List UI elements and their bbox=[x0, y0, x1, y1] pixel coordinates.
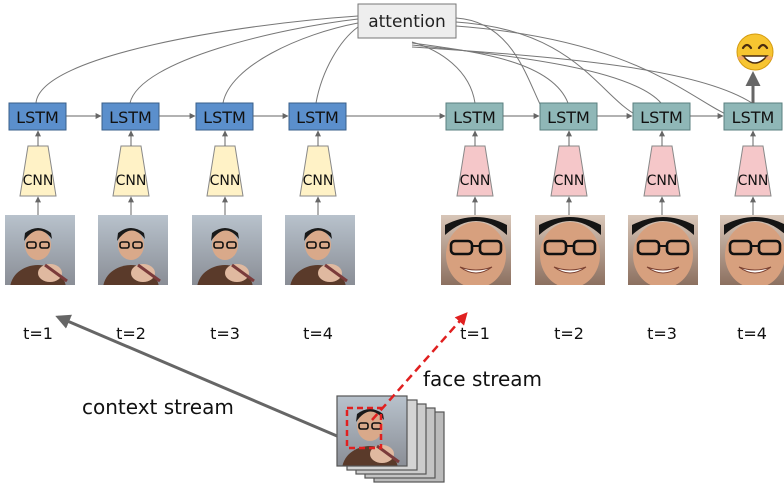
context-frame-2 bbox=[98, 215, 168, 313]
context-frame-3 bbox=[192, 215, 262, 313]
face-time-1: t=1 bbox=[460, 324, 490, 343]
context-cnn-2-label: CNN bbox=[116, 173, 147, 189]
face-lstm-4-label: LSTM bbox=[732, 108, 775, 127]
context-cnn-2: CNN bbox=[112, 145, 150, 197]
vertical-arrows bbox=[35, 130, 756, 215]
face-frames bbox=[441, 215, 784, 288]
context-time-4: t=4 bbox=[303, 324, 333, 343]
face-time-3: t=3 bbox=[647, 324, 677, 343]
context-lstm-2-label: LSTM bbox=[109, 108, 152, 127]
context-frames bbox=[5, 215, 355, 313]
face-cnn-2: CNN bbox=[550, 145, 588, 197]
face-frame-1 bbox=[441, 215, 511, 288]
face-lstm-2-label: LSTM bbox=[547, 108, 590, 127]
context-time-2: t=2 bbox=[116, 324, 146, 343]
context-lstm-3-label: LSTM bbox=[203, 108, 246, 127]
face-cnn-4: CNN bbox=[734, 145, 772, 197]
face-stream-arrow bbox=[371, 312, 468, 421]
face-lstm-2: LSTM bbox=[539, 102, 598, 131]
context-time-1: t=1 bbox=[23, 324, 53, 343]
context-cnn-3-label: CNN bbox=[210, 173, 241, 189]
attention-connectors bbox=[35, 15, 753, 119]
input-frame-stack bbox=[336, 395, 445, 483]
face-time-2: t=2 bbox=[554, 324, 584, 343]
face-lstm-1: LSTM bbox=[445, 102, 504, 131]
face-cnn-3: CNN bbox=[643, 145, 681, 197]
face-frame-2 bbox=[535, 215, 605, 288]
context-stream-arrow bbox=[55, 314, 338, 438]
face-stream-label: face stream bbox=[423, 367, 542, 391]
face-time-labels: t=1 t=2 t=3 t=4 bbox=[460, 324, 767, 343]
context-frame-1 bbox=[5, 215, 75, 313]
smiley-emoji-icon bbox=[736, 33, 774, 71]
attention-label: attention bbox=[368, 12, 446, 32]
context-cnn-4-label: CNN bbox=[303, 173, 334, 189]
context-cnn-3: CNN bbox=[206, 145, 244, 197]
face-lstm-1-label: LSTM bbox=[453, 108, 496, 127]
face-cnn-1-label: CNN bbox=[460, 173, 491, 189]
face-lstm-3-label: LSTM bbox=[640, 108, 683, 127]
context-cnn-1: CNN bbox=[19, 145, 57, 197]
face-cnn-4-label: CNN bbox=[738, 173, 769, 189]
face-lstm-3: LSTM bbox=[632, 102, 691, 131]
context-lstm-2: LSTM bbox=[101, 102, 160, 131]
context-cnn-1-label: CNN bbox=[23, 173, 54, 189]
face-cnn-row: CNN CNN CNN CNN bbox=[456, 145, 772, 197]
face-cnn-2-label: CNN bbox=[554, 173, 585, 189]
context-time-labels: t=1 t=2 t=3 t=4 bbox=[23, 324, 333, 343]
context-time-3: t=3 bbox=[210, 324, 240, 343]
context-cnn-4: CNN bbox=[299, 145, 337, 197]
context-lstm-4-label: LSTM bbox=[296, 108, 339, 127]
face-lstm-row: LSTM LSTM LSTM LSTM bbox=[445, 102, 783, 131]
context-stream-label: context stream bbox=[82, 395, 234, 419]
context-cnn-row: CNN CNN CNN CNN bbox=[19, 145, 337, 197]
face-time-4: t=4 bbox=[737, 324, 767, 343]
context-lstm-1-label: LSTM bbox=[16, 108, 59, 127]
context-lstm-row: LSTM LSTM LSTM LSTM bbox=[8, 102, 347, 131]
context-lstm-4: LSTM bbox=[288, 102, 347, 131]
face-cnn-3-label: CNN bbox=[647, 173, 678, 189]
context-lstm-3: LSTM bbox=[195, 102, 254, 131]
attention-node: attention bbox=[357, 3, 457, 39]
face-crop-box bbox=[345, 406, 383, 450]
face-lstm-4: LSTM bbox=[723, 102, 783, 131]
face-cnn-1: CNN bbox=[456, 145, 494, 197]
face-frame-3 bbox=[628, 215, 698, 288]
context-frame-4 bbox=[285, 215, 355, 313]
context-lstm-1: LSTM bbox=[8, 102, 67, 131]
